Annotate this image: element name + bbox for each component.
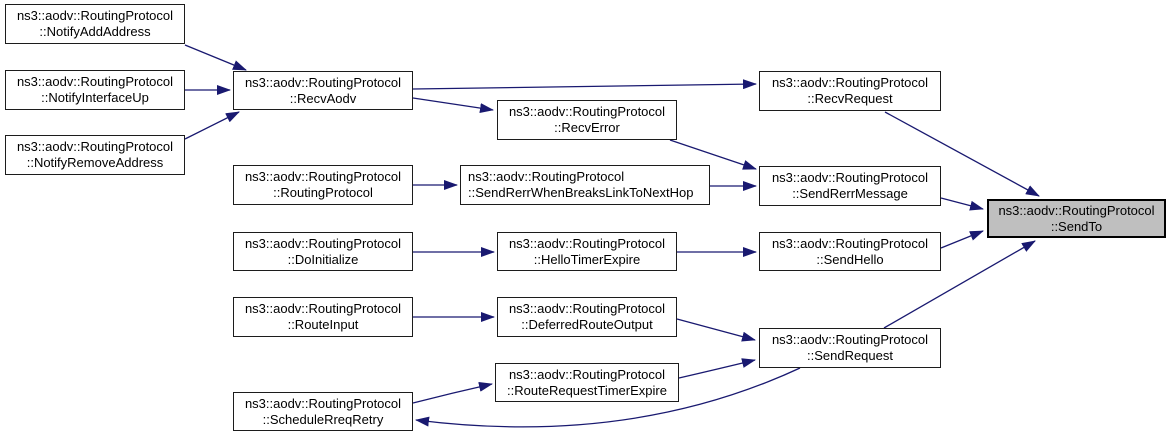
edge-recv-error>send-rerr-message (669, 139, 757, 170)
node-send-rerr-when-breaks-link-to-next-hop[interactable]: ns3::aodv::RoutingProtocol::SendRerrWhen… (460, 165, 710, 205)
node-label-line2: ::DeferredRouteOutput (521, 317, 653, 332)
node-label-line2: ::SendHello (816, 251, 884, 267)
node-label-line1: ns3::aodv::RoutingProtocol (508, 104, 666, 119)
node-label-line2: ::RoutingProtocol (273, 185, 373, 200)
node-send-hello[interactable]: ns3::aodv::RoutingProtocol::SendHello (759, 232, 941, 271)
edge-notify-add-address>recv-aodv (184, 44, 247, 71)
node-label-line1: ns3::aodv::RoutingProtocol (244, 74, 402, 90)
node-notify-add-address[interactable]: ns3::aodv::RoutingProtocol::NotifyAddAdd… (5, 4, 185, 44)
node-label-line1: ns3::aodv::RoutingProtocol (508, 235, 666, 251)
node-label-line2: ::NotifyInterfaceUp (41, 90, 149, 105)
edge-schedule-rreq-retry>route-request-timer-expire (412, 381, 493, 404)
node-label-line1: ns3::aodv::RoutingProtocol (244, 301, 402, 316)
node-label-line2: ::RouteRequestTimerExpire (507, 382, 667, 398)
node-label-line2: ::NotifyAddAddress (39, 24, 151, 39)
node-label-line1: ns3::aodv::RoutingProtocol (998, 202, 1155, 218)
node-label-line2: ::RecvAodv (289, 90, 357, 106)
node-route-request-timer-expire[interactable]: ns3::aodv::RoutingProtocol::RouteRequest… (495, 363, 679, 402)
node-label-line2: ::RecvRequest (807, 91, 893, 106)
node-label-line2: ::SendRequest (806, 348, 893, 363)
node-hello-timer-expire[interactable]: ns3::aodv::RoutingProtocol::HelloTimerEx… (497, 232, 677, 271)
node-label-line2: ::NotifyRemoveAddress (26, 155, 164, 170)
node-deferred-route-output[interactable]: ns3::aodv::RoutingProtocol::DeferredRout… (497, 297, 677, 337)
node-label-line2: ::SendTo (1050, 218, 1103, 234)
edge-send-request>schedule-rreq-retry (415, 367, 801, 428)
node-notify-remove-address[interactable]: ns3::aodv::RoutingProtocol::NotifyRemove… (5, 135, 185, 175)
node-routing-protocol[interactable]: ns3::aodv::RoutingProtocol::RoutingProto… (233, 165, 413, 205)
edge-recv-aodv>recv-error (412, 97, 494, 114)
edge-send-hello>send-to (940, 230, 984, 249)
node-label-line1: ns3::aodv::RoutingProtocol (244, 235, 402, 251)
node-route-input[interactable]: ns3::aodv::RoutingProtocol::RouteInput (233, 297, 413, 337)
edge-route-request-timer-expire>send-request (678, 358, 756, 379)
edge-recv-aodv>recv-request (412, 79, 757, 90)
node-label-line2: ::RecvError (554, 120, 620, 135)
edge-send-rerr-message>send-to (940, 197, 984, 211)
node-label-line1: ns3::aodv::RoutingProtocol (244, 395, 402, 411)
node-label-line2: ::SendRerrWhenBreaksLinkToNextHop (468, 185, 694, 200)
node-label-line2: ::RouteInput (287, 317, 359, 332)
node-label-line1: ns3::aodv::RoutingProtocol (468, 169, 625, 184)
node-label-line1: ns3::aodv::RoutingProtocol (771, 332, 929, 347)
edge-notify-remove-address>recv-aodv (184, 111, 240, 140)
node-label-line1: ns3::aodv::RoutingProtocol (16, 8, 174, 23)
node-label-line2: ::HelloTimerExpire (533, 251, 641, 267)
node-recv-aodv[interactable]: ns3::aodv::RoutingProtocol::RecvAodv (233, 71, 413, 110)
node-label-line1: ns3::aodv::RoutingProtocol (771, 170, 929, 185)
node-recv-error[interactable]: ns3::aodv::RoutingProtocol::RecvError (497, 100, 677, 140)
edge-deferred-route-output>send-request (676, 318, 756, 342)
node-label-line1: ns3::aodv::RoutingProtocol (16, 74, 174, 89)
node-recv-request[interactable]: ns3::aodv::RoutingProtocol::RecvRequest (759, 71, 941, 111)
node-notify-interface-up[interactable]: ns3::aodv::RoutingProtocol::NotifyInterf… (5, 70, 185, 110)
node-label-line1: ns3::aodv::RoutingProtocol (771, 235, 929, 251)
node-send-rerr-message[interactable]: ns3::aodv::RoutingProtocol::SendRerrMess… (759, 166, 941, 206)
edge-send-request>send-to (883, 240, 1036, 329)
node-label-line1: ns3::aodv::RoutingProtocol (771, 75, 929, 90)
node-send-to[interactable]: ns3::aodv::RoutingProtocol::SendTo (987, 199, 1166, 238)
node-label-line2: ::DoInitialize (287, 251, 359, 267)
node-do-initialize[interactable]: ns3::aodv::RoutingProtocol::DoInitialize (233, 232, 413, 271)
node-send-request[interactable]: ns3::aodv::RoutingProtocol::SendRequest (759, 328, 941, 368)
node-schedule-rreq-retry[interactable]: ns3::aodv::RoutingProtocol::ScheduleRreq… (233, 392, 413, 431)
node-label-line1: ns3::aodv::RoutingProtocol (508, 301, 666, 316)
edge-recv-request>send-to (884, 111, 1040, 197)
node-label-line1: ns3::aodv::RoutingProtocol (244, 169, 402, 184)
node-label-line2: ::SendRerrMessage (792, 186, 908, 201)
node-label-line1: ns3::aodv::RoutingProtocol (508, 366, 666, 382)
node-label-line2: ::ScheduleRreqRetry (262, 411, 384, 427)
node-label-line1: ns3::aodv::RoutingProtocol (16, 139, 174, 154)
